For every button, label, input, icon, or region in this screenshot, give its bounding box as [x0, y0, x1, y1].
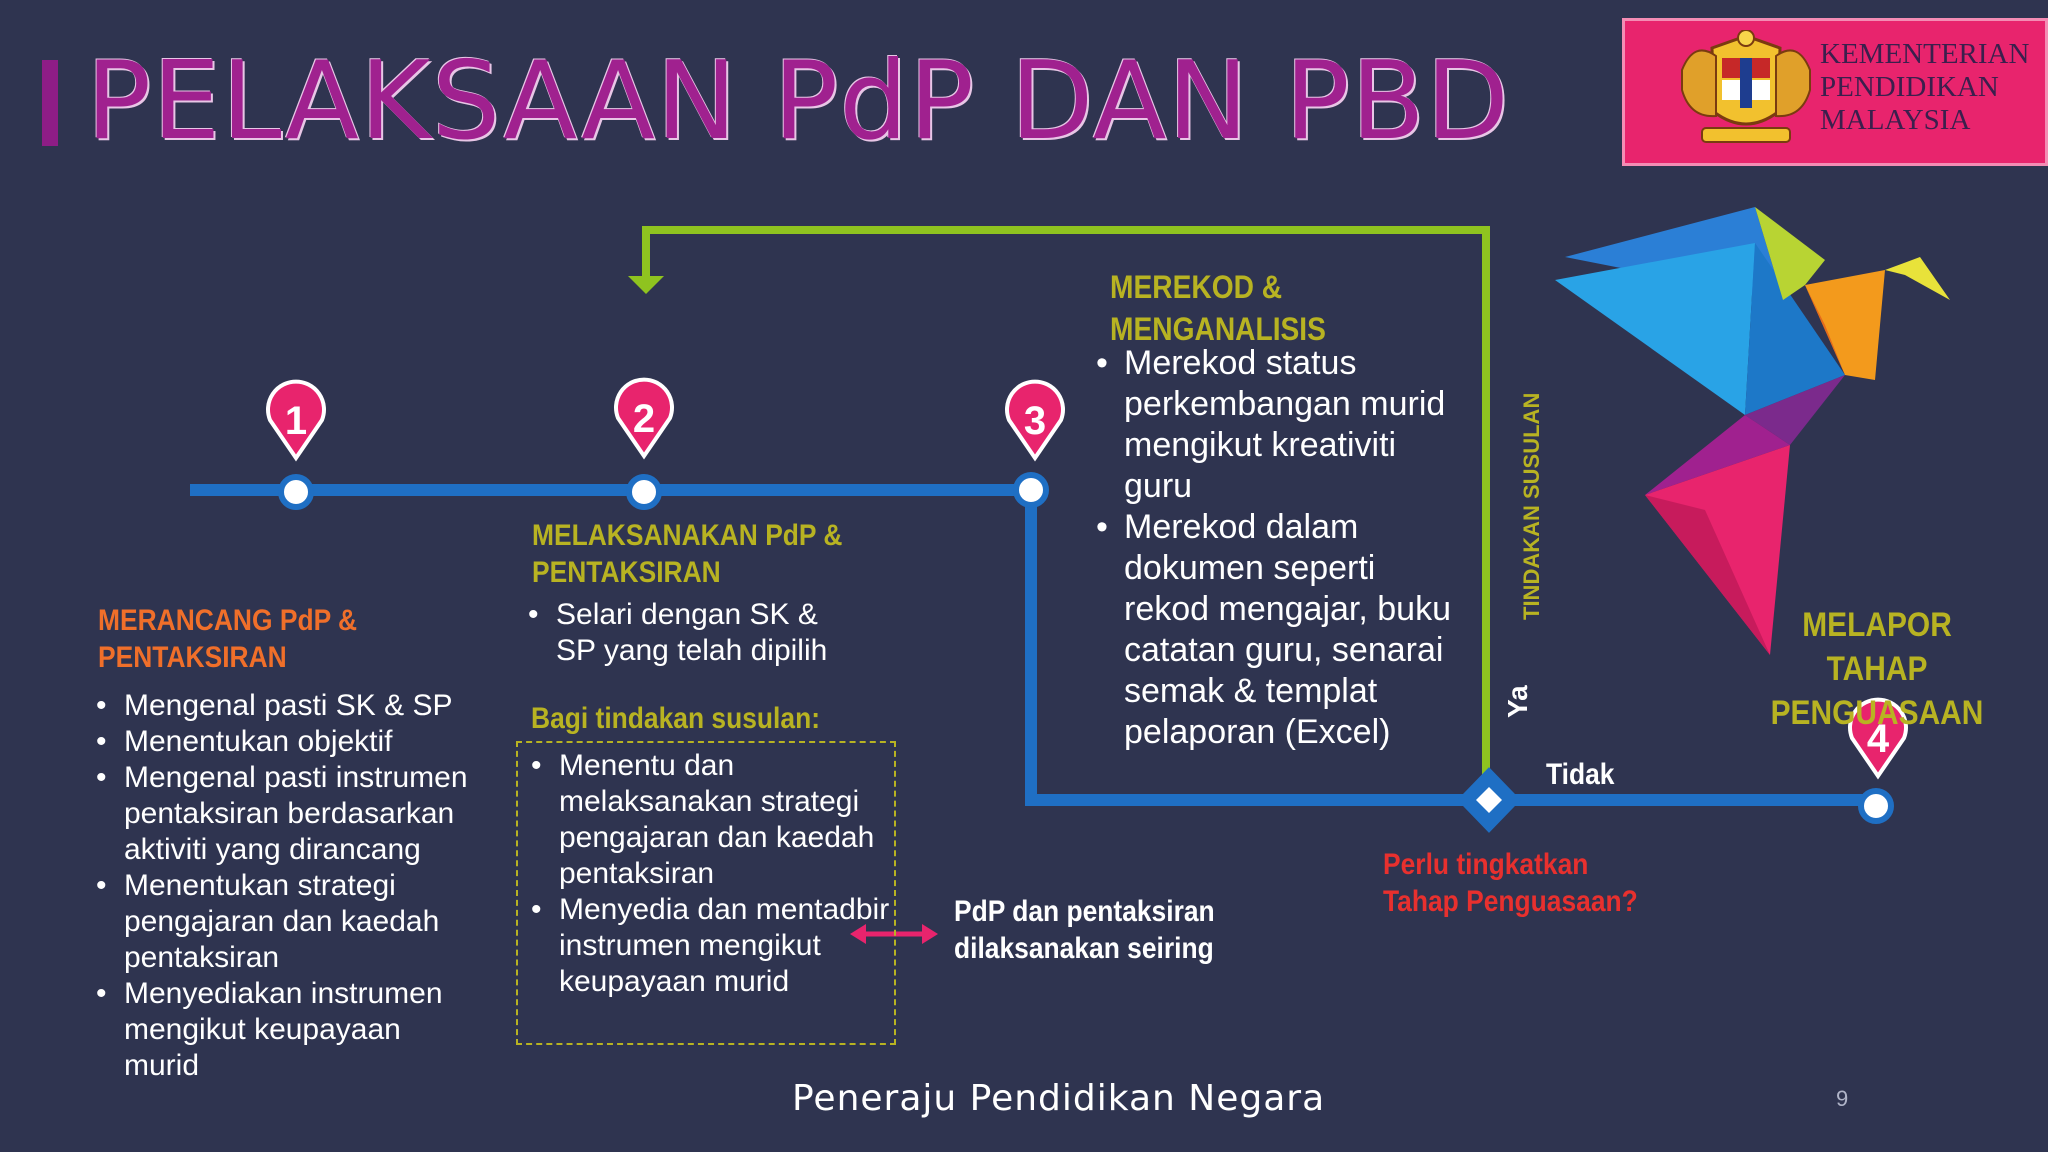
ministry-name-line: KEMENTERIAN	[1820, 38, 2030, 70]
pin-2-number: 2	[633, 397, 655, 441]
timeline-node-1	[278, 474, 314, 510]
slide-title: PELAKSAAN PdP DAN PBD	[86, 39, 1510, 164]
list-item: Menyediakan instrumen mengikut keupayaan…	[96, 976, 476, 1084]
step-4-heading-line: PENGUASAAN	[1770, 694, 1984, 732]
ministry-name-line: MALAYSIA	[1820, 104, 1971, 136]
seiring-note: PdP dan pentaksiran dilaksanakan seiring	[954, 893, 1215, 967]
step-3-list: Merekod status perkembangan murid mengik…	[1096, 343, 1466, 753]
pin-4: 4	[1848, 697, 1908, 780]
seiring-note-line: PdP dan pentaksiran	[954, 895, 1215, 928]
step-1-heading: MERANCANG PdP & PENTAKSIRAN	[98, 602, 357, 676]
step-4-heading-line: MELAPOR TAHAP	[1802, 606, 1952, 688]
step-3-heading-line: MENGANALISIS	[1110, 311, 1326, 347]
no-label: Tidak	[1546, 758, 1615, 791]
followup-box	[516, 741, 896, 1045]
step-1-list: Mengenal pasti SK & SP Menentukan objekt…	[96, 688, 476, 1084]
timeline-node-2	[626, 474, 662, 510]
title-accent-bar	[42, 60, 58, 146]
decision-question: Perlu tingkatkan Tahap Penguasaan?	[1383, 846, 1638, 920]
step-3-heading: MEREKOD & MENGANALISIS	[1110, 266, 1326, 350]
step-2-list: Selari dengan SK & SP yang telah dipilih	[528, 597, 858, 669]
list-item: Merekod status perkembangan murid mengik…	[1096, 343, 1466, 507]
double-arrow-right-head	[922, 924, 938, 944]
decision-question-line: Perlu tingkatkan	[1383, 848, 1589, 881]
timeline-node-3	[1013, 472, 1049, 508]
list-item: Menentukan strategi pengajaran dan kaeda…	[96, 868, 476, 976]
list-item: Selari dengan SK & SP yang telah dipilih	[528, 597, 858, 669]
pin-1: 1	[266, 379, 326, 462]
pin-4-number: 4	[1867, 717, 1890, 761]
followup-list: Menentu dan melaksanakan strategi pengaj…	[531, 748, 893, 1000]
ministry-name: KEMENTERIAN PENDIDIKAN MALAYSIA	[1820, 38, 2029, 137]
pin-2: 2	[614, 377, 674, 460]
yes-label: Ya	[1502, 685, 1533, 718]
pin-1-number: 1	[285, 399, 307, 443]
followup-heading: Bagi tindakan susulan:	[531, 702, 820, 735]
followup-loop-line	[642, 226, 1490, 795]
pin-3-number: 3	[1024, 399, 1046, 443]
ministry-name-line: PENDIDIKAN	[1820, 71, 1999, 103]
list-item: Menentu dan melaksanakan strategi pengaj…	[531, 748, 893, 892]
list-item: Menentukan objektif	[96, 724, 476, 760]
step-1-heading-line: PENTAKSIRAN	[98, 641, 287, 674]
origami-bird-illustration	[1555, 207, 1950, 655]
list-item: Merekod dalam dokumen seperti rekod meng…	[1096, 507, 1466, 753]
step-1-heading-line: MERANCANG PdP &	[98, 604, 358, 637]
step-2-heading-line: PENTAKSIRAN	[532, 556, 721, 589]
pin-3: 3	[1005, 379, 1065, 462]
followup-loop-label: TINDAKAN SUSULAN	[1519, 392, 1544, 620]
step-4-heading: MELAPOR TAHAP PENGUASAAN	[1756, 603, 1998, 735]
step-2-heading-line: MELAKSANAKAN PdP &	[532, 519, 843, 552]
decision-question-line: Tahap Penguasaan?	[1383, 885, 1638, 918]
seiring-note-line: dilaksanakan seiring	[954, 932, 1214, 965]
list-item: Menyedia dan mentadbir instrumen mengiku…	[531, 892, 893, 1000]
step-3-heading-line: MEREKOD &	[1110, 269, 1283, 305]
step-2-heading: MELAKSANAKAN PdP & PENTAKSIRAN	[532, 517, 842, 591]
list-item: Mengenal pasti SK & SP	[96, 688, 476, 724]
page-number: 9	[1836, 1086, 1849, 1111]
footer-slogan: Peneraju Pendidikan Negara	[792, 1078, 1326, 1119]
list-item: Mengenal pasti instrumen pentaksiran ber…	[96, 760, 476, 868]
loop-arrowhead	[628, 276, 664, 294]
timeline-node-4	[1858, 788, 1894, 824]
coat-of-arms-icon	[1681, 30, 1811, 143]
